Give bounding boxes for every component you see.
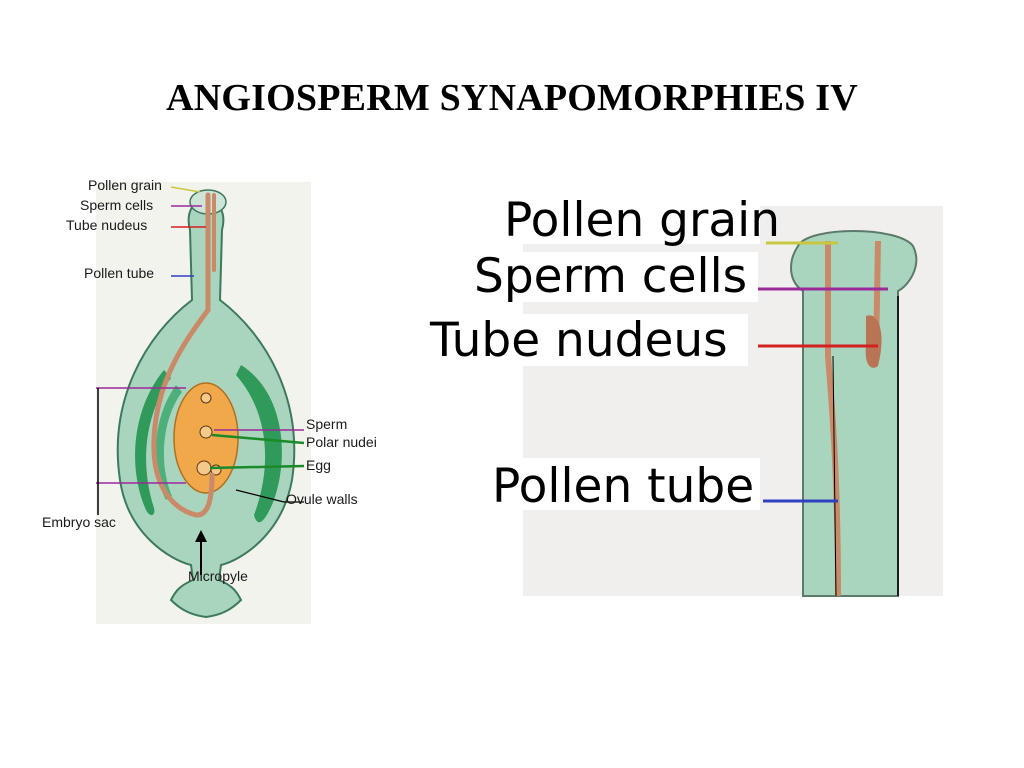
leader-ovule-walls: [235, 489, 285, 503]
polar-nuclei-circle: [199, 425, 213, 439]
label-embryo-sac: Embryo sac: [42, 514, 116, 530]
integument-band-left: [135, 370, 171, 516]
label-right-tube-nucleus: Tube nudeus: [429, 313, 728, 368]
label-tube-nucleus: Tube nudeus: [66, 217, 147, 233]
integument-band-right: [236, 365, 282, 523]
label-right-pollen-grain: Pollen grain: [504, 193, 780, 248]
antipodal: [200, 392, 212, 404]
label-right-sperm-cells: Sperm cells: [474, 249, 747, 304]
label-pollen-grain: Pollen grain: [88, 177, 162, 193]
label-bg-tube-nucleus: [428, 314, 748, 366]
micropyle-arrowhead: [195, 530, 207, 542]
label-pollen-tube: Pollen tube: [84, 265, 154, 281]
ovule-diagram: Pollen grain Sperm cells Tube nudeus Pol…: [42, 177, 377, 624]
leader-pollen-grain: [170, 186, 201, 193]
leader-polar-nuclei: [211, 433, 305, 445]
label-right-pollen-tube: Pollen tube: [492, 459, 754, 514]
label-micropyle: Micropyle: [188, 568, 248, 584]
slide-title: ANGIOSPERM SYNAPOMORPHIES IV: [166, 77, 858, 119]
label-egg: Egg: [306, 457, 331, 473]
label-sperm: Sperm: [306, 416, 347, 432]
leader-egg: [209, 464, 305, 470]
label-bg-sperm-cells: [468, 252, 758, 302]
label-ovule-walls: Ovule walls: [286, 491, 358, 507]
label-bg-pollen-grain: [498, 194, 760, 244]
pollen-tube-closeup: Pollen grain Sperm cells Tube nudeus Pol…: [428, 193, 943, 597]
tube-center-line: [832, 355, 837, 597]
egg-cell: [196, 460, 212, 476]
pollen-tube-path: [151, 192, 215, 518]
integument-inner: [155, 385, 182, 500]
label-polar-nuclei: Polar nudei: [306, 434, 377, 450]
label-bg-pollen-tube: [488, 458, 760, 510]
label-sperm-cells: Sperm cells: [80, 197, 153, 213]
tube-nucleus-blob: [865, 315, 882, 368]
pollen-grain-head: [790, 230, 918, 597]
